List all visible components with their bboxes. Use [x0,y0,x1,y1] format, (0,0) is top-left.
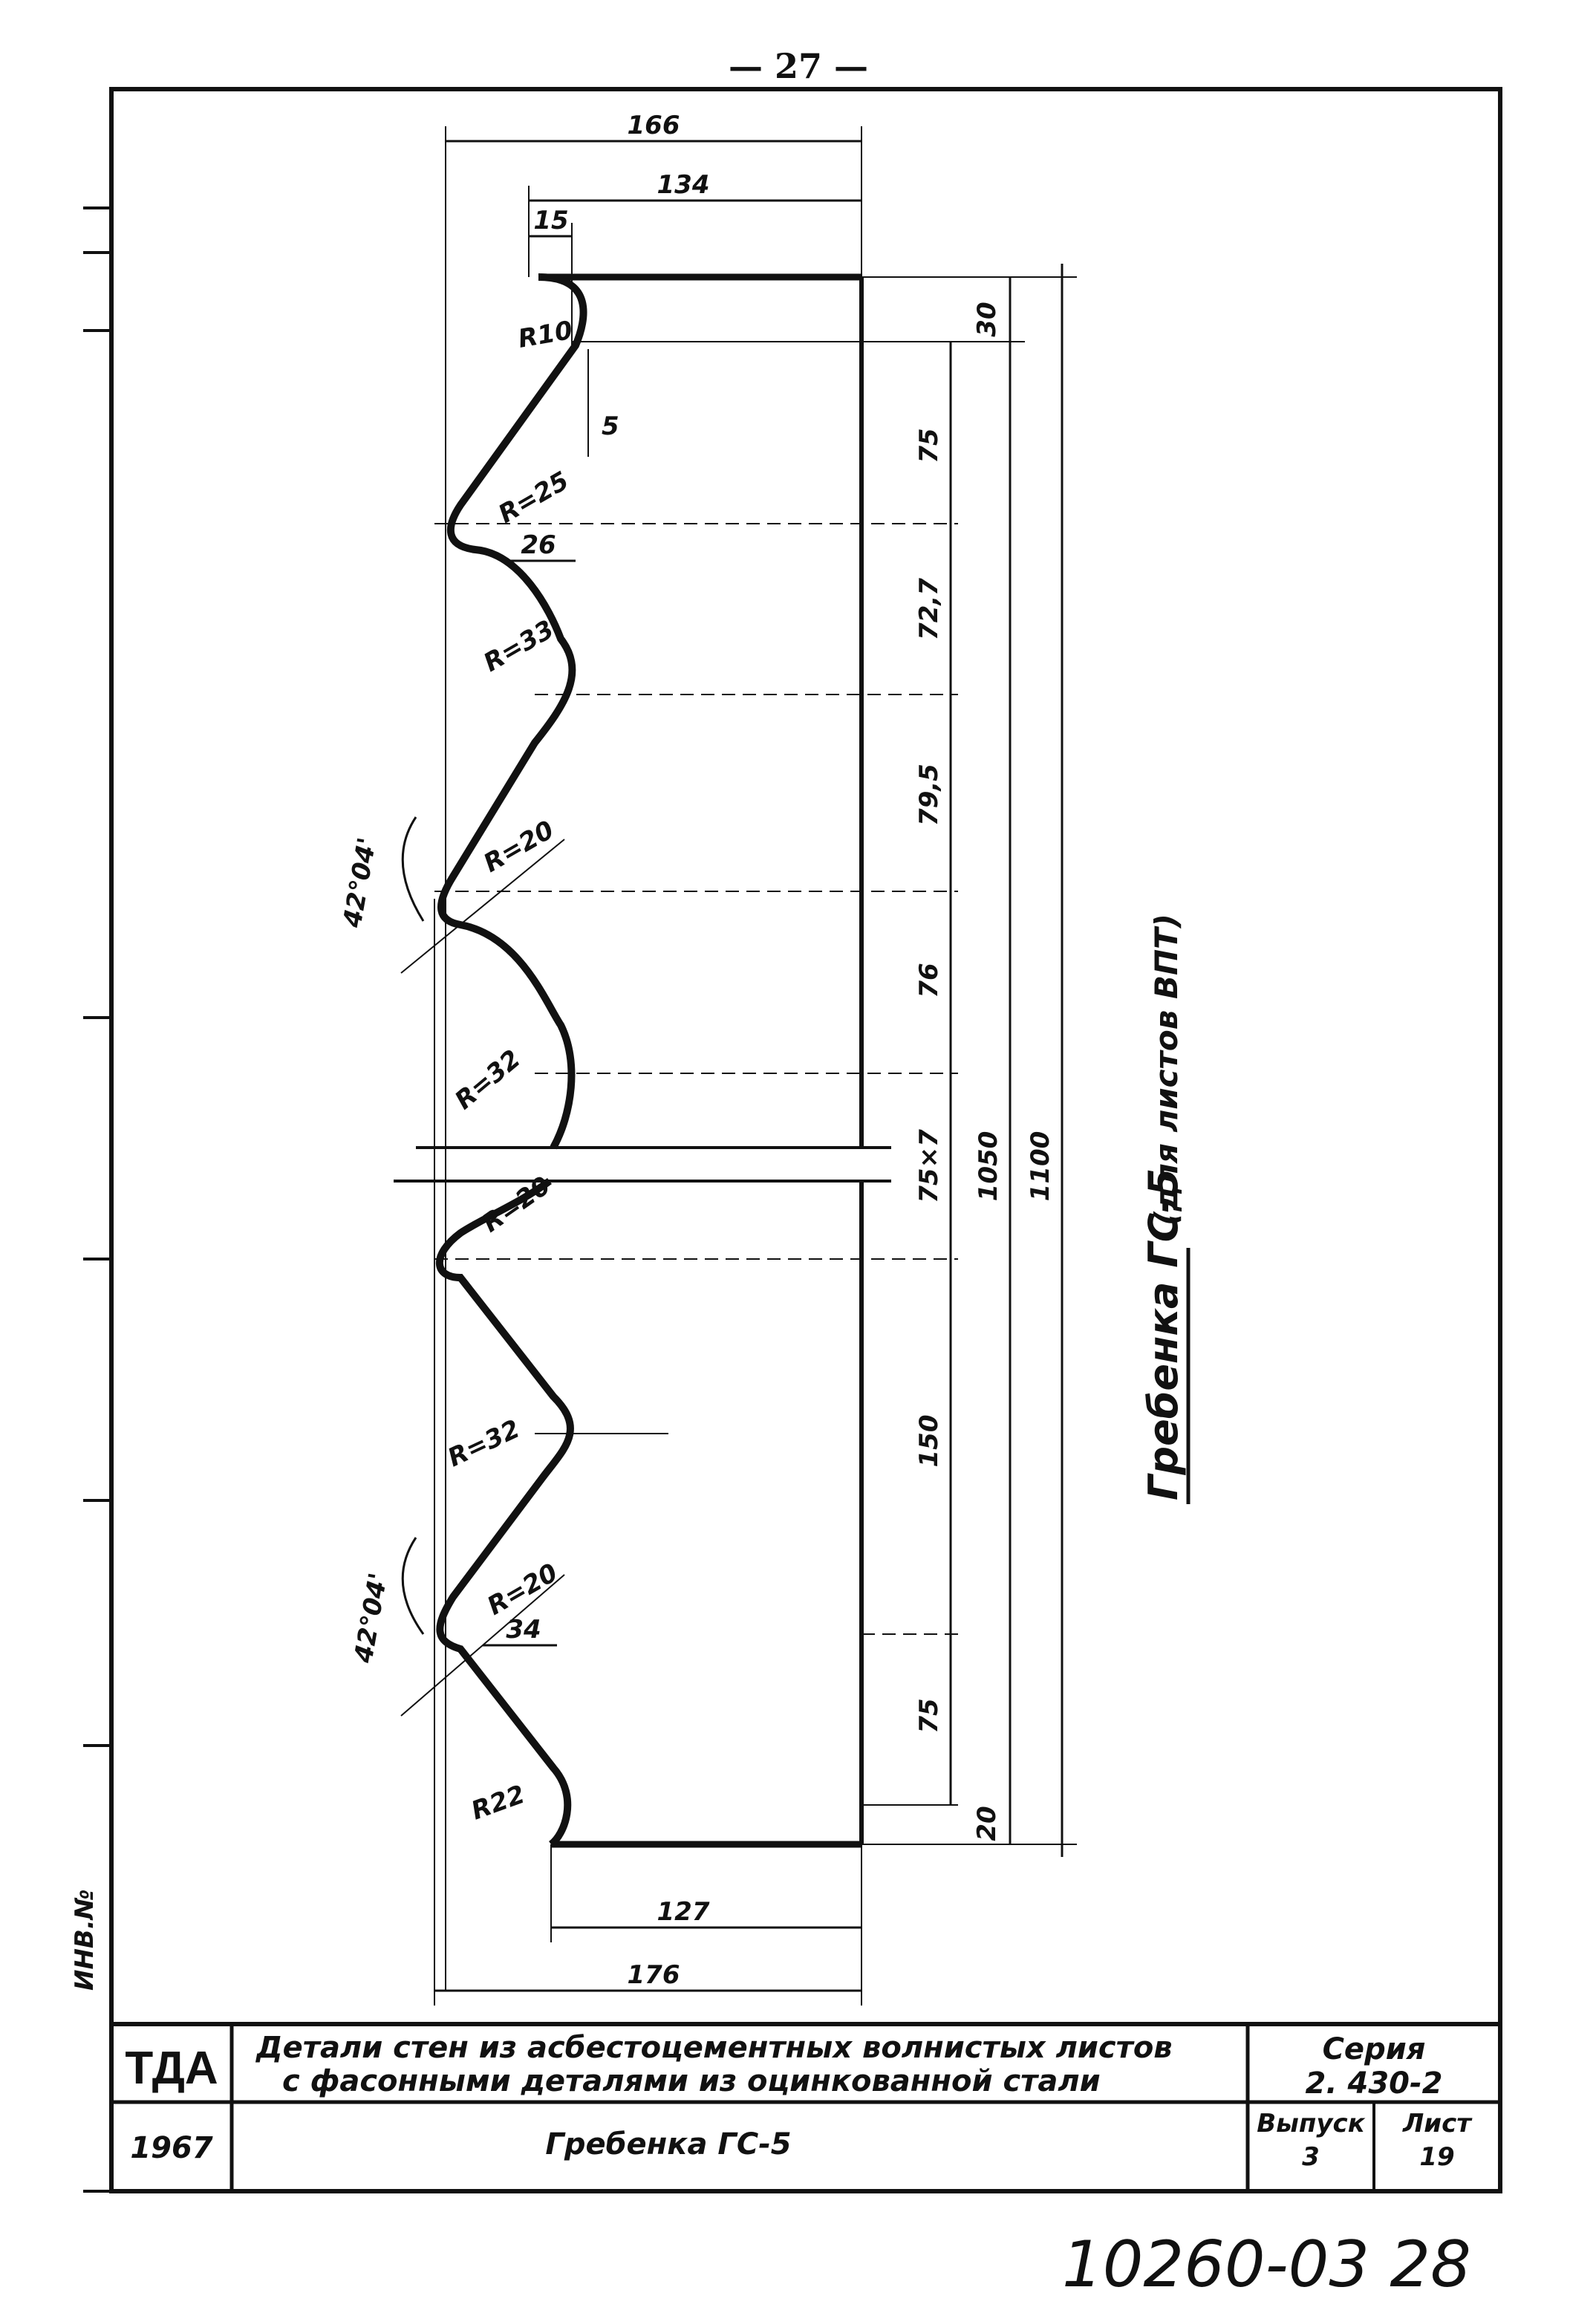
radius-label: R=32 [443,1414,524,1473]
radius-label: R=32 [449,1044,527,1116]
radius-label: R=33 [479,614,559,678]
radius-label: R=25 [494,466,574,530]
sheet-name: Гребенка ГС-5 [545,2127,791,2162]
dim-right-bottom: 20 [972,1806,1002,1841]
dim-right-top: 30 [972,302,1002,336]
dim-bottom-overall: 176 [628,1960,680,1990]
caption-sub: (для листов ВПТ) [1148,914,1185,1226]
drawing-caption: Гребенка ГС-5 (для листов ВПТ) [1140,914,1191,1504]
dim-total-inner: 1050 [974,1131,1003,1202]
dim-seg-3: 79,5 [914,764,944,826]
issue-label: Выпуск [1257,2109,1365,2138]
dim-top-overall: 166 [628,111,680,140]
year: 1967 [130,2131,212,2165]
dim-step-26: 26 [521,530,556,560]
margin-ticks [83,206,111,2193]
archive-number: 10260-03 28 [1062,2228,1471,2302]
title-block [111,2022,1500,2191]
radius-label: R22 [467,1780,529,1827]
title-line1: Детали стен из асбестоцементных волнисты… [255,2031,1173,2065]
dim-seg-6: 150 [914,1415,944,1468]
issue-value: 3 [1302,2142,1320,2172]
org-stamp: ТДА [125,2043,218,2094]
dim-top-inner: 134 [657,170,710,200]
dim-seg-7: 75 [914,1698,944,1733]
angle-label-upper: 42°04' [337,835,382,930]
dim-seg-5: 75×7 [914,1129,944,1203]
radius-label: R=20 [479,815,559,879]
series-label: Серия [1323,2032,1426,2066]
dim-seg-1: 75 [914,428,944,463]
dim-gap-5: 5 [602,412,619,441]
caption-main: Гребенка ГС-5 [1140,1168,1187,1500]
sheet-value: 19 [1419,2142,1454,2172]
sheet-label: Лист [1402,2109,1473,2138]
page-number: — 27 — [729,46,868,86]
dim-total-overall: 1100 [1026,1131,1055,1202]
dim-top-offset: 15 [533,206,568,235]
dim-seg-2: 72,7 [914,578,944,640]
dimension-lines [400,126,1077,2006]
right-dimension-chain: 30 75 72,7 79,5 76 75×7 150 75 20 1050 1… [914,302,1055,1841]
dim-step-34: 34 [506,1615,541,1645]
comb-profile [394,273,891,1848]
sheet-border [109,87,1502,2193]
dim-seg-4: 76 [914,963,944,998]
series-value: 2. 430-2 [1306,2066,1443,2101]
title-line2: с фасонными деталями из оцинкованной ста… [282,2064,1101,2098]
side-code: ИНВ.№ [70,1889,100,1991]
angle-label-lower: 42°04' [348,1570,394,1665]
dim-bottom-inner: 127 [657,1897,710,1927]
radius-label: R10 [516,316,575,354]
